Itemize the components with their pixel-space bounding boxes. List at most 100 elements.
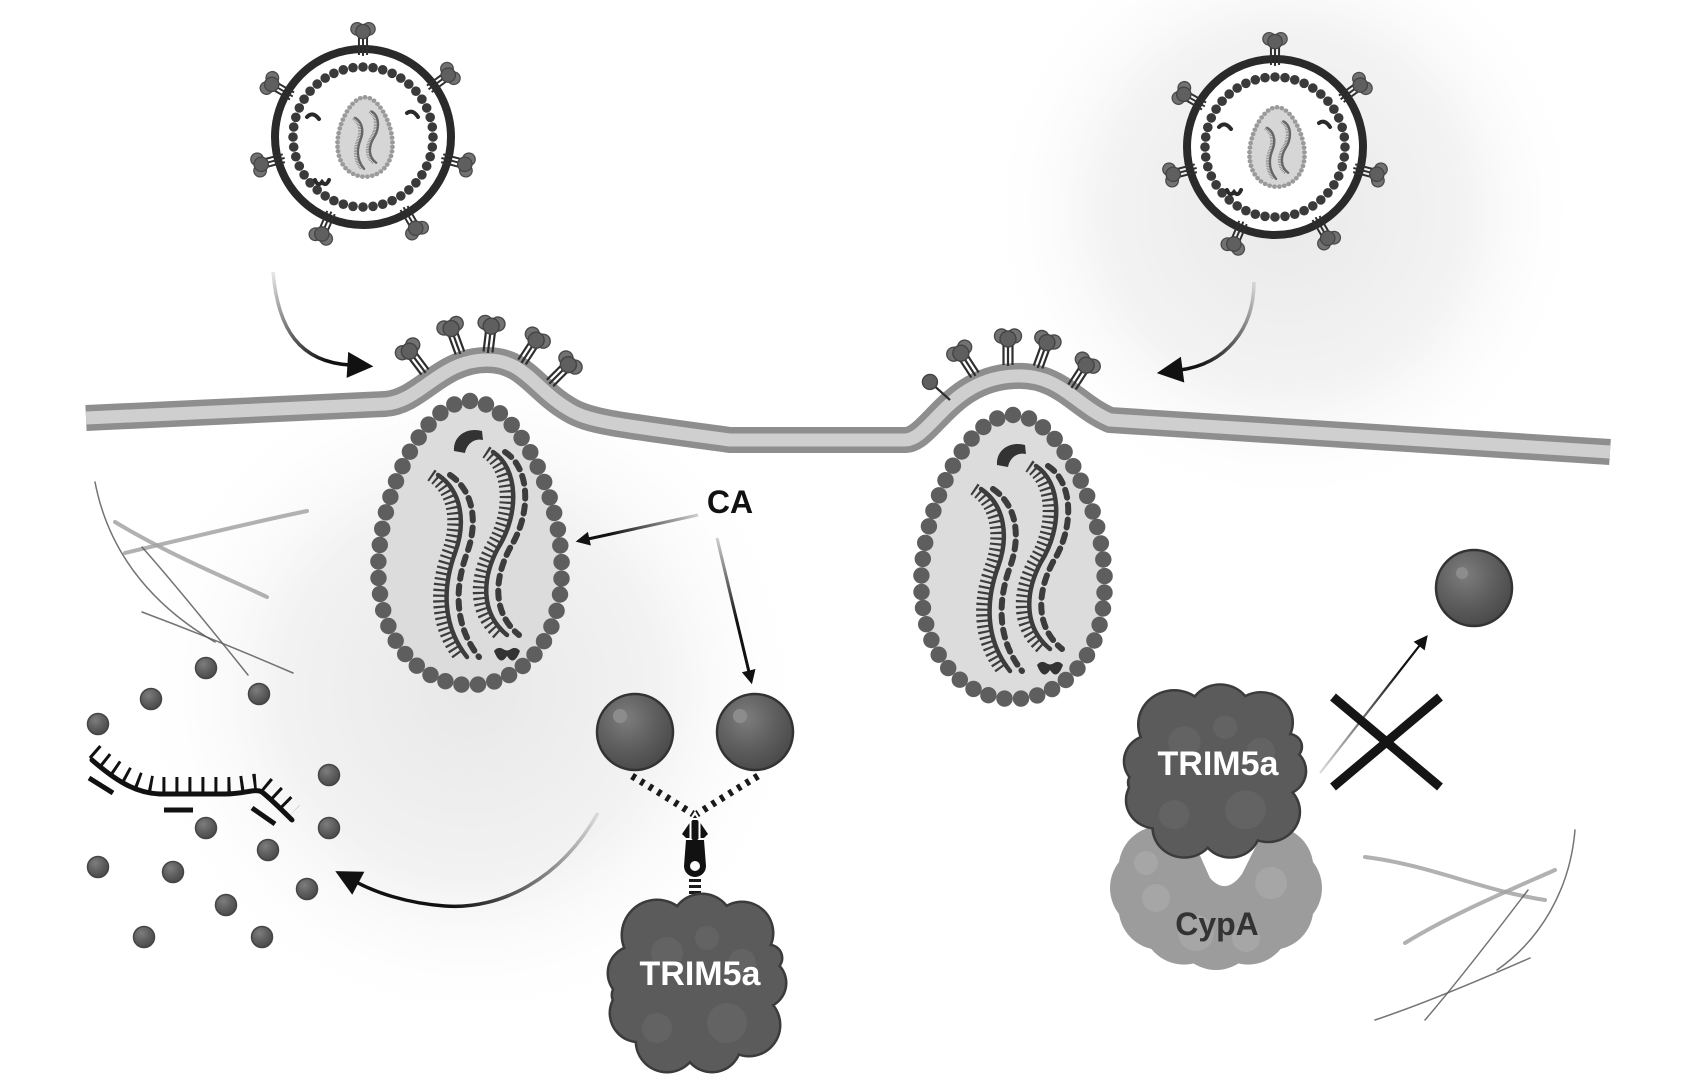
capsid-protein-dot xyxy=(951,671,968,688)
capsid-protein-dot xyxy=(980,687,997,704)
ball-highlight xyxy=(613,709,627,723)
capsid-protein-dot xyxy=(1092,535,1110,552)
capsid-protein-dot xyxy=(1056,443,1073,461)
blocked-x-icon xyxy=(1330,693,1443,791)
capsid-protein-dot xyxy=(1043,680,1061,698)
matrix-protein-dot xyxy=(358,62,368,72)
capsid-protein-dot xyxy=(1301,159,1307,164)
rna-ticks xyxy=(1264,126,1276,181)
capsid-protein-dot xyxy=(917,534,934,551)
matrix-protein-dot xyxy=(411,178,421,188)
capsid-protein-dot xyxy=(944,457,962,474)
capsid-monomer-ball xyxy=(715,692,795,772)
capsid-protein-dot xyxy=(388,153,394,159)
protein-texture xyxy=(1225,790,1266,830)
capsid-protein-dot xyxy=(357,95,363,101)
matrix-protein-dot xyxy=(1260,211,1270,222)
viral-rna-strand xyxy=(484,449,516,638)
free-capsid-monomer xyxy=(132,925,156,949)
matrix-protein-dot xyxy=(294,161,305,171)
capsid-protein-dot xyxy=(1247,149,1252,155)
capsid-protein-dot xyxy=(1256,119,1262,124)
capsid-protein-dot xyxy=(380,109,386,114)
capsid-protein-dot xyxy=(1300,140,1306,146)
matrix-protein-dot xyxy=(1289,209,1300,219)
capsid-protein-dot xyxy=(1262,111,1267,117)
label-cypa: CypA xyxy=(1175,906,1259,942)
matrix-protein-dot xyxy=(291,151,301,162)
capsid-protein-dot xyxy=(1300,163,1306,169)
capsid-protein-dot xyxy=(386,121,392,127)
capsid-body xyxy=(337,97,393,177)
matrix-protein-dot xyxy=(421,161,432,171)
matrix-protein-dot xyxy=(427,142,438,152)
matrix-protein-dot xyxy=(288,132,298,142)
capsid-protein-dot xyxy=(336,130,342,136)
capsid-protein-dot xyxy=(397,645,414,663)
capsid-protein-dot xyxy=(337,126,343,131)
protein-texture xyxy=(707,1003,747,1043)
capsid-protein-dot xyxy=(375,602,392,619)
viral-rna-strand xyxy=(1280,120,1292,174)
unbound-capsid-monomer xyxy=(1434,548,1514,628)
capsid-protein-dot xyxy=(469,676,487,693)
capsid-protein-dot xyxy=(1294,123,1300,128)
capsid-protein-dot xyxy=(486,673,503,690)
capsid-protein-dot xyxy=(940,659,957,677)
capsid-protein-dot xyxy=(548,602,565,619)
blocked-binding-arrow xyxy=(1319,635,1428,774)
viral-rna-strand xyxy=(368,110,380,164)
capsid-protein-dot xyxy=(1020,410,1038,427)
capsid-protein-dot xyxy=(369,173,375,178)
capsid-protein-dot xyxy=(1255,175,1260,181)
matrix-protein-dot xyxy=(1329,104,1339,114)
capsid-protein-dot xyxy=(1302,154,1307,160)
matrix-protein-dot xyxy=(1299,205,1309,216)
capsid-protein-dot xyxy=(378,169,384,174)
matrix-protein-dot xyxy=(1270,72,1280,82)
matrix-protein-dot xyxy=(1316,89,1326,99)
capsid-protein-dot xyxy=(546,504,563,522)
capsid-protein-dot xyxy=(477,396,495,413)
capsid-protein-dot xyxy=(375,101,380,107)
matrix-protein-dot xyxy=(1316,195,1326,205)
rna-associated-proteins xyxy=(1038,463,1072,652)
capsid-protein-dot xyxy=(1086,632,1103,649)
capsid-protein-dot xyxy=(1287,111,1292,117)
viral-rna-strand xyxy=(978,486,1013,674)
matrix-protein-dot xyxy=(368,62,378,73)
capsid-protein-dot xyxy=(342,113,348,118)
capsid-protein-dot xyxy=(923,631,940,649)
capsid-protein-dot xyxy=(1249,136,1255,141)
matrix-protein-dot xyxy=(368,201,378,212)
capsid-protein-dot xyxy=(553,553,570,571)
fiber xyxy=(1363,855,1547,902)
capsid-protein-dot xyxy=(1258,179,1264,184)
free-capsid-monomer xyxy=(139,687,163,711)
matrix-protein-dot xyxy=(1339,132,1350,142)
matrix-protein-dot xyxy=(1250,75,1261,85)
cypa-texture xyxy=(1232,924,1260,952)
matrix-protein-dot xyxy=(1206,171,1217,181)
matrix-protein-dot xyxy=(1339,152,1350,162)
matrix-protein-dot xyxy=(1333,113,1344,123)
capsid-protein-dot xyxy=(343,165,348,171)
capsid-protein-dot xyxy=(1096,584,1113,601)
capsid-protein-dot xyxy=(401,443,419,460)
capsid-protein-dot xyxy=(1034,419,1052,436)
virion-left xyxy=(248,21,478,249)
fiber xyxy=(1403,868,1557,945)
capsid-protein-dot xyxy=(1252,127,1258,132)
capsid-protein-dot xyxy=(1296,172,1302,177)
protein-texture xyxy=(1246,738,1276,766)
capsid-protein-dot xyxy=(335,144,340,150)
capsid-protein-dot xyxy=(975,418,992,436)
capsid-protein-dot xyxy=(937,472,954,489)
matrix-protein-dot xyxy=(1200,152,1211,162)
capsid-protein-dot xyxy=(996,690,1013,707)
capsid-protein-dot xyxy=(491,405,509,422)
matrix-protein-dot xyxy=(377,65,388,75)
zipper-pull-tab xyxy=(684,840,706,877)
matrix-protein-dot xyxy=(1260,72,1270,83)
